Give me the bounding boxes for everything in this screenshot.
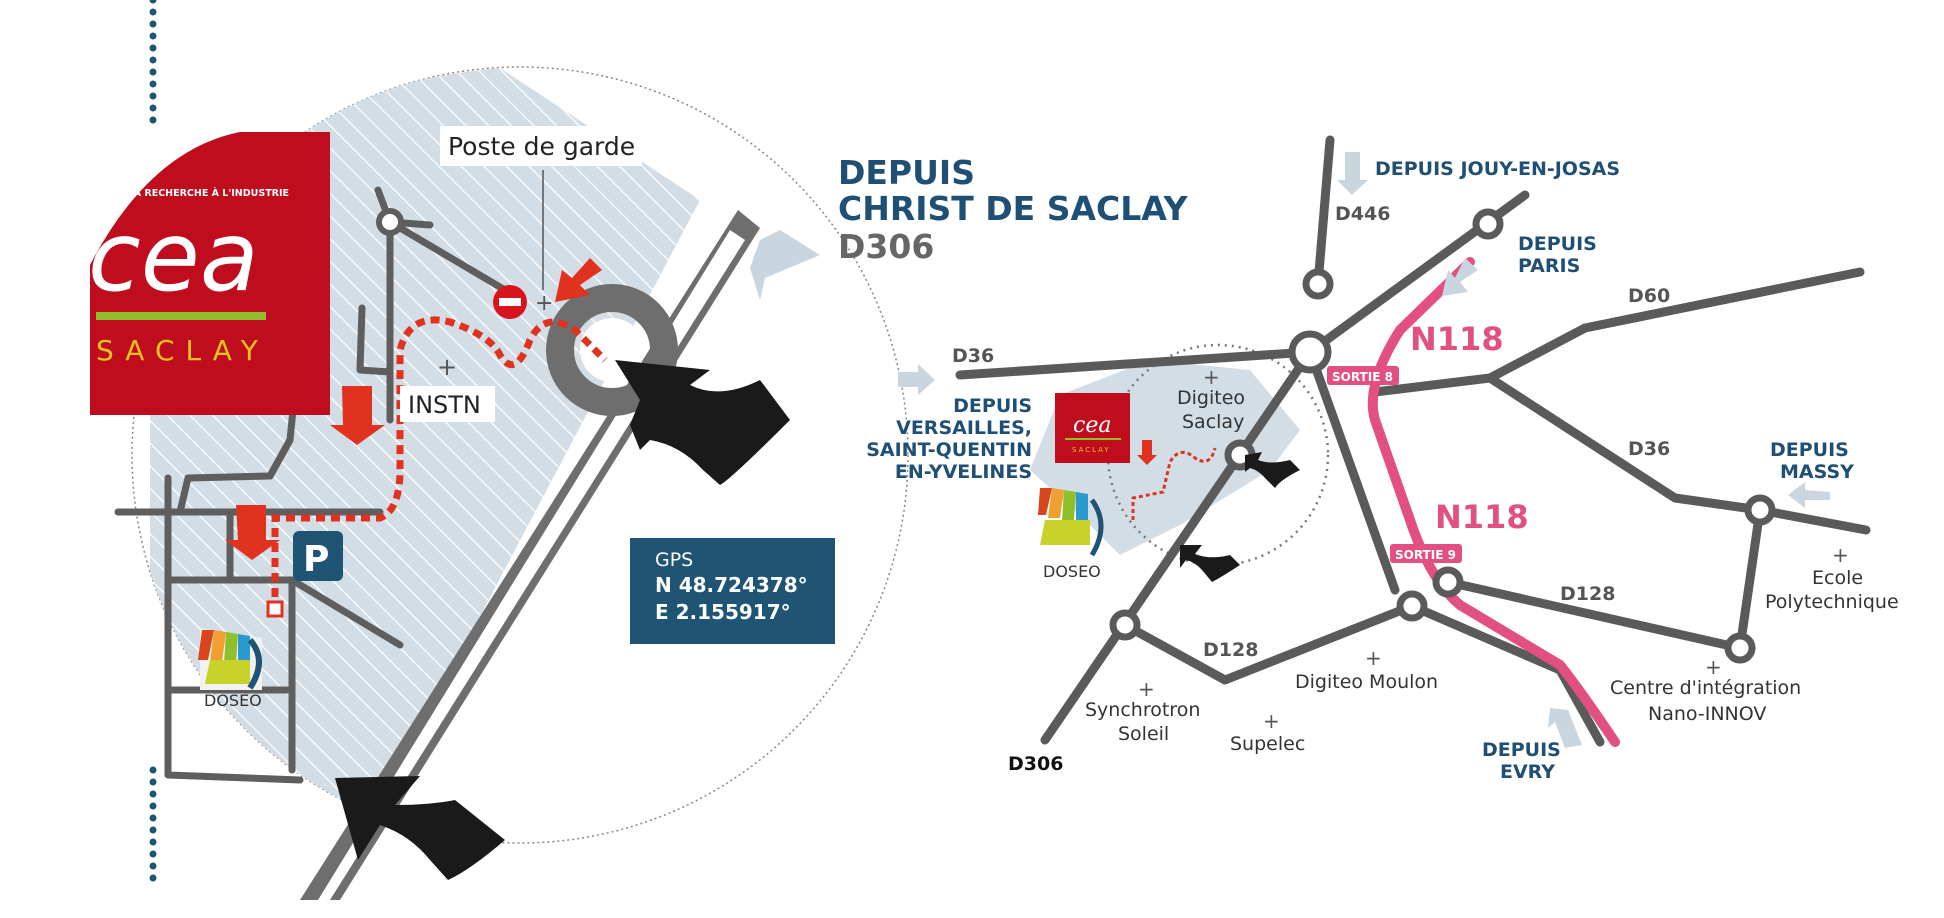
- exit-label-8: SORTIE 8: [1332, 370, 1393, 384]
- heading-line2: CHRIST DE SACLAY: [838, 189, 1189, 228]
- supelec-cross: +: [1263, 709, 1280, 733]
- place-polytechnique-2: Polytechnique: [1765, 591, 1899, 613]
- gps-latitude: N 48.724378°: [655, 573, 808, 597]
- pale-arrow-d306: [750, 230, 820, 300]
- exit-badge-9: [1390, 544, 1462, 563]
- roundabout: [546, 284, 678, 416]
- logo-brand: cea: [88, 201, 259, 313]
- digiteo-moulon-cross: +: [1365, 646, 1382, 670]
- road-label-d60: D60: [1628, 285, 1670, 307]
- site-zoom-circle: [1106, 343, 1330, 567]
- gps-box: GPS N 48.724378° E 2.155917°: [630, 538, 835, 644]
- place-labels: + Digiteo Saclay + Digiteo Moulon + Sync…: [1085, 365, 1899, 755]
- place-supelec: Supelec: [1230, 733, 1305, 755]
- route-end-marker: [266, 600, 284, 618]
- road-label-d36-west: D36: [952, 345, 994, 367]
- parking-label: P: [303, 539, 329, 580]
- dir-versailles-4: EN-YVELINES: [895, 461, 1032, 483]
- route-path: [271, 316, 608, 612]
- road-network: [955, 135, 1871, 747]
- small-logo-site: SACLAY: [1072, 446, 1111, 454]
- digiteo-saclay-cross: +: [1203, 365, 1220, 389]
- doseo-logo-left: [198, 628, 262, 690]
- dir-jouy: DEPUIS JOUY-EN-JOSAS: [1375, 158, 1620, 180]
- roundabouts: [1109, 208, 1776, 664]
- synchrotron-cross: +: [1138, 677, 1155, 701]
- heading-line1: DEPUIS: [838, 153, 975, 192]
- place-nano-1: Centre d'intégration: [1610, 677, 1801, 699]
- cea-logo-small: cea SACLAY: [1055, 393, 1130, 463]
- doseo-logo-right: [1038, 488, 1104, 557]
- doseo-label-left: DOSEO: [204, 691, 262, 710]
- road-label-d128-east: D128: [1560, 583, 1615, 605]
- dir-paris-2: PARIS: [1518, 255, 1580, 277]
- parking-icon: [293, 531, 343, 581]
- logo-green-bar: [96, 312, 266, 320]
- nano-innov-cross: +: [1705, 655, 1722, 679]
- red-direction-arrows: [225, 258, 602, 560]
- gps-longitude: E 2.155917°: [655, 600, 791, 624]
- place-digiteo-moulon: Digiteo Moulon: [1295, 671, 1438, 693]
- black-access-arrows-right: [1180, 452, 1300, 582]
- dir-versailles-2: VERSAILLES,: [896, 417, 1032, 439]
- road-labels: D446 D36 D60 D36 D128 D128: [952, 203, 1670, 661]
- guard-post-label: Poste de garde: [448, 132, 635, 161]
- cea-logo: DE LA RECHERCHE À L'INDUSTRIE cea SACLAY: [88, 132, 330, 415]
- dir-paris-1: DEPUIS: [1518, 233, 1597, 255]
- dir-evry-2: EVRY: [1500, 761, 1555, 783]
- road-label-n118-north: N118: [1410, 320, 1504, 358]
- guard-post-label-bg: [440, 126, 642, 166]
- site-junction: [376, 208, 404, 236]
- instn-cross: +: [437, 353, 457, 381]
- instn-label: INSTN: [408, 391, 481, 419]
- place-nano-2: Nano-INNOV: [1648, 703, 1766, 725]
- dir-versailles-1: DEPUIS: [953, 395, 1032, 417]
- dir-massy-1: DEPUIS: [1770, 439, 1849, 461]
- road-label-d36-east: D36: [1628, 438, 1670, 460]
- place-polytechnique-1: Ecole: [1812, 567, 1863, 589]
- logo-tagline: DE LA RECHERCHE À L'INDUSTRIE: [110, 187, 289, 199]
- road-label-n118-south: N118: [1435, 498, 1529, 536]
- dir-massy-2: MASSY: [1780, 461, 1854, 483]
- mini-red-arrow: [1137, 440, 1157, 465]
- exit-label-9: SORTIE 9: [1395, 548, 1456, 562]
- black-access-arrows: [335, 360, 790, 880]
- gps-title: GPS: [655, 549, 694, 571]
- exit-badge-8: [1327, 366, 1399, 385]
- road-label-d306: D306: [1008, 753, 1063, 775]
- dir-versailles-3: SAINT-QUENTIN: [866, 439, 1032, 461]
- doseo-label-right: DOSEO: [1043, 562, 1101, 581]
- heading-road: D306: [838, 227, 934, 266]
- small-logo-brand: cea: [1073, 413, 1111, 438]
- polytechnique-cross: +: [1832, 543, 1849, 567]
- instn-label-bg: [400, 386, 495, 422]
- place-digiteo-saclay-2: Saclay: [1182, 411, 1244, 433]
- place-synchrotron-1: Synchrotron: [1085, 699, 1200, 721]
- place-digiteo-saclay-1: Digiteo: [1177, 387, 1245, 409]
- guard-post-cross: +: [535, 291, 553, 316]
- direction-labels: DEPUIS JOUY-EN-JOSAS DEPUIS PARIS DEPUIS…: [866, 158, 1854, 783]
- pale-direction-arrows: [898, 152, 1830, 748]
- road-label-d446: D446: [1335, 203, 1390, 225]
- dir-evry-1: DEPUIS: [1482, 739, 1561, 761]
- logo-site-name: SACLAY: [96, 334, 269, 367]
- place-synchrotron-2: Soleil: [1118, 723, 1169, 745]
- road-label-d128-west: D128: [1203, 639, 1258, 661]
